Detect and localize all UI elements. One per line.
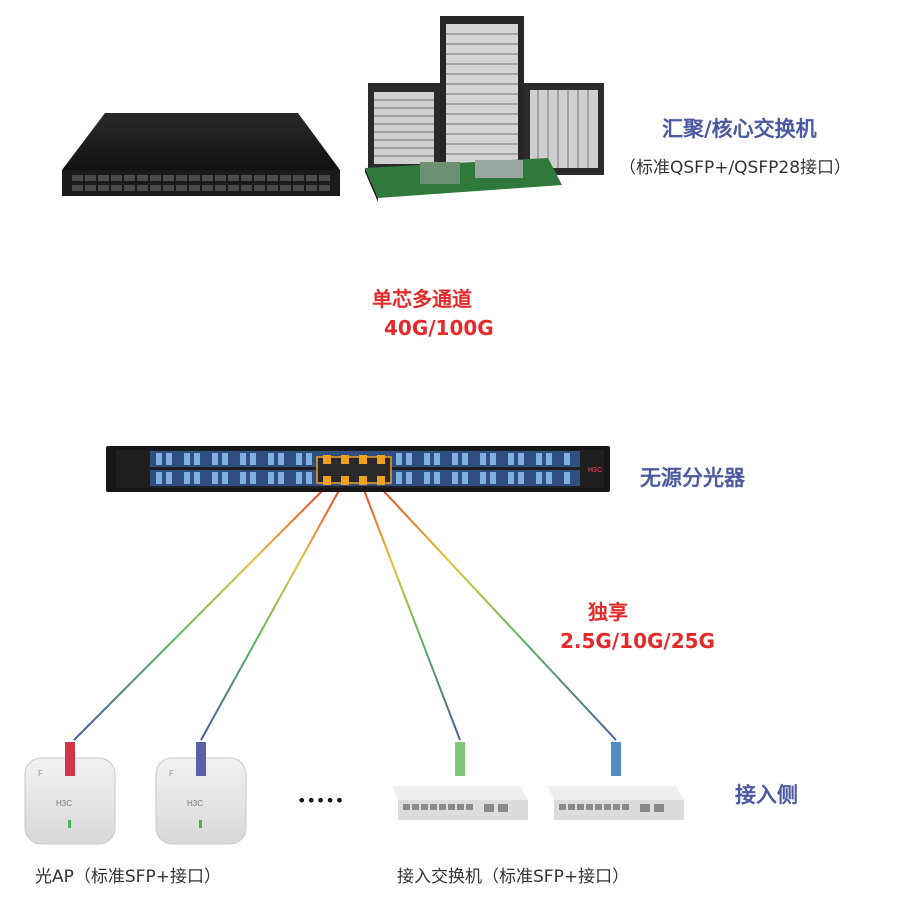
fiber-to-ap-1 bbox=[73, 484, 329, 741]
ap-2-brand: H3C bbox=[187, 799, 203, 808]
svg-text:F: F bbox=[38, 769, 43, 778]
passive-splitter-image bbox=[106, 446, 610, 492]
access-side-title: 接入侧 bbox=[735, 783, 798, 807]
uplink-label-line2: 40G/100G bbox=[384, 316, 494, 340]
ap-1-sfp-module-red bbox=[65, 742, 75, 776]
svg-text:F: F bbox=[169, 769, 174, 778]
uplink-label-line1: 单芯多通道 bbox=[372, 287, 472, 311]
core-switch-title: 汇聚/核心交换机 bbox=[662, 117, 817, 141]
ellipsis-dots: ••••• bbox=[297, 791, 344, 810]
fiber-to-switch-1 bbox=[361, 484, 461, 741]
downlink-label-line1: 独享 bbox=[588, 600, 628, 624]
access-switch-1 bbox=[392, 742, 528, 820]
optical-ap-1: F H3C bbox=[24, 742, 116, 845]
splitter-brand-logo: H3C bbox=[588, 467, 602, 474]
core-switch-chassis-image bbox=[365, 16, 604, 202]
access-switch-2 bbox=[548, 742, 684, 820]
ap-2-sfp-module-blue bbox=[196, 742, 206, 776]
ap-1-brand: H3C bbox=[56, 799, 72, 808]
splitter-title: 无源分光器 bbox=[640, 466, 745, 490]
downlink-label-line2: 2.5G/10G/25G bbox=[560, 629, 715, 653]
switch-2-sfp-module-lightblue bbox=[611, 742, 621, 776]
aggregation-switch-image bbox=[62, 113, 340, 196]
core-switch-subtitle: （标准QSFP+/QSFP28接口） bbox=[619, 158, 852, 178]
switch-1-sfp-module-green bbox=[455, 742, 465, 776]
fiber-to-ap-2 bbox=[200, 484, 343, 741]
access-switch-caption: 接入交换机（标准SFP+接口） bbox=[397, 867, 630, 887]
optical-ap-2: F H3C bbox=[155, 742, 247, 845]
optical-ap-caption: 光AP（标准SFP+接口） bbox=[35, 867, 221, 887]
fiber-to-switch-2 bbox=[377, 484, 617, 741]
